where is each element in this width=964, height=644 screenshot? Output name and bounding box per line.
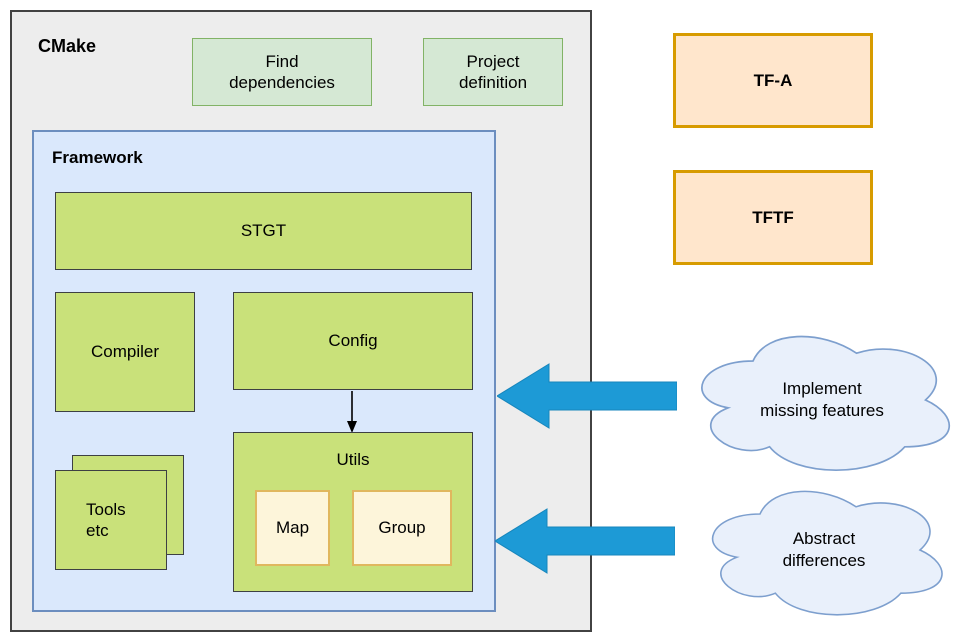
config-box: Config xyxy=(233,292,473,390)
tools-box: Tools etc xyxy=(55,470,167,570)
abstract-cloud-shape xyxy=(711,490,943,616)
implement-cloud-label: Implement missing features xyxy=(760,378,884,420)
abstract-cloud-label: Abstract differences xyxy=(782,528,866,570)
config-to-utils-arrow-icon xyxy=(347,391,357,433)
map-box: Map xyxy=(255,490,330,566)
implement-cloud-shape xyxy=(701,335,951,471)
implement-block-arrow-left-icon xyxy=(497,363,677,429)
group-box: Group xyxy=(352,490,452,566)
abstract-block-arrow-left-icon xyxy=(495,508,675,574)
utils-label: Utils xyxy=(336,450,370,469)
stgt-box: STGT xyxy=(55,192,472,270)
cmake-label: CMake xyxy=(38,36,97,56)
tfa-box: TF-A xyxy=(673,33,873,128)
framework-label: Framework xyxy=(52,148,143,167)
tftf-box: TFTF xyxy=(673,170,873,265)
compiler-box: Compiler xyxy=(55,292,195,412)
project-definition-box: Project definition xyxy=(423,38,563,106)
find-dependencies-box: Find dependencies xyxy=(192,38,372,106)
